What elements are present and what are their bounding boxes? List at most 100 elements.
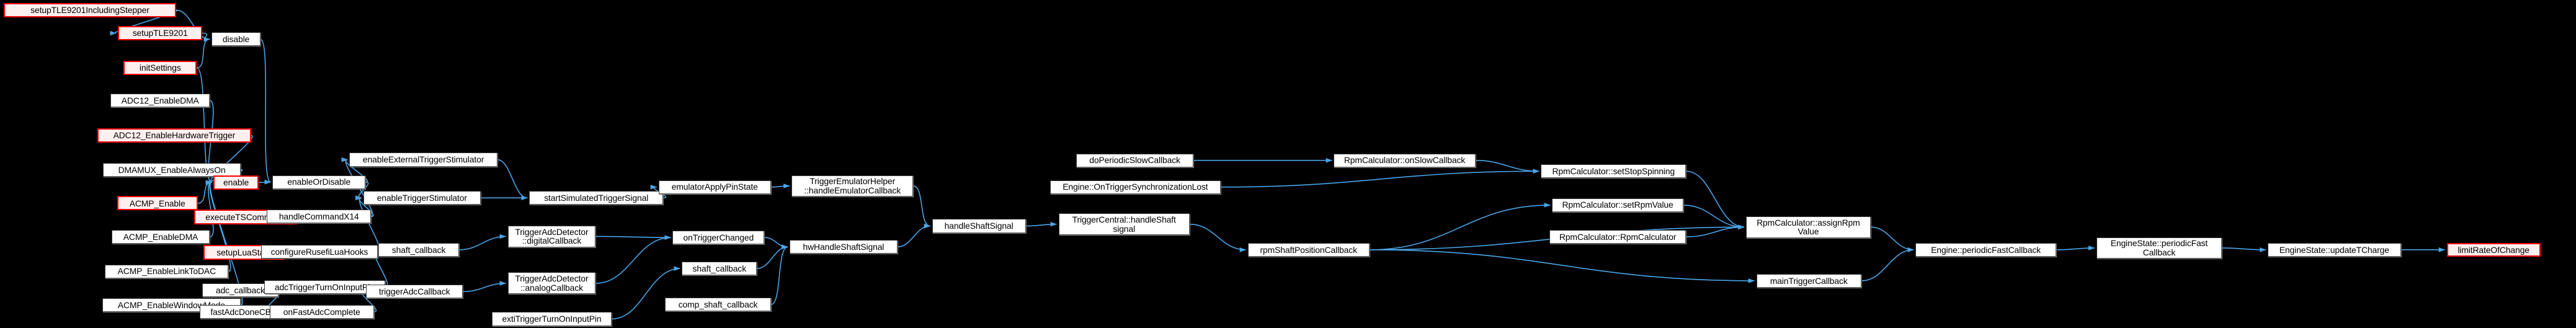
graph-node-emulatorapplypinstate[interactable]: emulatorApplyPinState bbox=[658, 180, 771, 194]
graph-node-label: onFastAdcComplete bbox=[283, 306, 360, 317]
graph-node-label: emulatorApplyPinState bbox=[671, 182, 758, 192]
graph-node-label: EngineState::periodicFast Callback bbox=[2110, 238, 2208, 257]
graph-node-shaft-callback[interactable]: shaft_callback bbox=[682, 262, 757, 276]
graph-node-label: setupTLE9201 bbox=[132, 28, 188, 38]
graph-node-acmp-enablelinktodac[interactable]: ACMP_EnableLinkToDAC bbox=[105, 264, 229, 278]
graph-node-label: TriggerAdcDetector ::analogCallback bbox=[515, 273, 589, 293]
graph-node-ontriggerchanged[interactable]: onTriggerChanged bbox=[672, 231, 765, 245]
graph-node-label: Engine::OnTriggerSynchronizationLost bbox=[1063, 182, 1208, 192]
graph-node-limitrateofchange[interactable]: limitRateOfChange bbox=[2446, 242, 2541, 257]
graph-node-label: ADC12_EnableHardwareTrigger bbox=[113, 130, 236, 141]
graph-edge bbox=[913, 185, 930, 229]
graph-node-fastadcdonecb[interactable]: fastAdcDoneCB bbox=[199, 304, 282, 319]
graph-node-handleshaftsignal[interactable]: handleShaftSignal bbox=[932, 219, 1026, 233]
graph-node-label: enable bbox=[223, 177, 249, 187]
graph-edge bbox=[1369, 249, 1755, 283]
graph-node-triggeradcdetector-digitalcallback[interactable]: TriggerAdcDetector ::digitalCallback bbox=[507, 225, 596, 247]
graph-node-adc12-enabledma[interactable]: ADC12_EnableDMA bbox=[110, 94, 210, 108]
graph-edge bbox=[110, 9, 178, 36]
graph-node-label: hwHandleShaftSignal bbox=[803, 241, 885, 252]
graph-node-dmamux-enablealwayson[interactable]: DMAMUX_EnableAlwaysOn bbox=[103, 162, 241, 177]
graph-node-triggeradcdetector-analogcallback[interactable]: TriggerAdcDetector ::analogCallback bbox=[507, 272, 596, 295]
graph-node-label: comp_shaft_callback bbox=[678, 299, 758, 309]
graph-node-label: DMAMUX_EnableAlwaysOn bbox=[118, 164, 226, 175]
graph-node-doperiodicslowcallback[interactable]: doPeriodicSlowCallback bbox=[1076, 153, 1193, 167]
graph-node-label: adcTriggerTurnOnInputPin bbox=[274, 282, 375, 293]
graph-node-triggeremulatorhelper-handleemulatorcallback[interactable]: TriggerEmulatorHelper ::handleEmulatorCa… bbox=[791, 175, 914, 197]
graph-node-label: TriggerCentral::handleShaft signal bbox=[1072, 215, 1176, 234]
graph-edge bbox=[463, 281, 506, 293]
graph-edge bbox=[196, 37, 210, 69]
graph-node-rpmcalculator-setrpmvalue[interactable]: RpmCalculator::setRpmValue bbox=[1552, 198, 1683, 212]
graph-node-adctriggerturnoninputpin[interactable]: adcTriggerTurnOnInputPin bbox=[264, 280, 385, 295]
graph-edge bbox=[497, 159, 528, 200]
graph-node-label: executeTSCommand bbox=[205, 211, 286, 222]
graph-node-engine-periodicfastcallback[interactable]: Engine::periodicFastCallback bbox=[1915, 242, 2056, 257]
graph-node-enginestate-updatetcharge[interactable]: EngineState::updateTCharge bbox=[2268, 242, 2401, 257]
graph-node-label: triggerAdcCallback bbox=[378, 286, 450, 296]
graph-edge bbox=[1025, 221, 1057, 227]
graph-node-label: setupTLE9201IncludingStepper bbox=[30, 4, 149, 15]
graph-node-label: setupLuaState bbox=[216, 247, 272, 257]
graph-edge bbox=[1475, 159, 1540, 174]
graph-edge bbox=[1683, 204, 1745, 230]
graph-node-hwhandleshaftsignal[interactable]: hwHandleShaftSignal bbox=[790, 240, 898, 254]
graph-node-label: disable bbox=[222, 34, 250, 45]
graph-node-label: ACMP_EnableLinkToDAC bbox=[117, 266, 216, 277]
graph-node-label: ACMP_EnableDMA bbox=[123, 231, 198, 242]
graph-node-rpmcalculator-rpmcalculator[interactable]: RpmCalculator::RpmCalculator bbox=[1549, 229, 1687, 244]
graph-edge bbox=[1220, 169, 1540, 188]
graph-node-label: ACMP_Enable bbox=[129, 198, 185, 208]
graph-edge bbox=[764, 237, 788, 250]
graph-node-handlecommandx14[interactable]: handleCommandX14 bbox=[267, 210, 372, 224]
graph-node-enableordisable[interactable]: enableOrDisable bbox=[272, 175, 365, 189]
graph-node-rpmshaftpositioncallback[interactable]: rpmShaftPositionCallback bbox=[1247, 242, 1370, 257]
graph-node-disable[interactable]: disable bbox=[212, 32, 261, 47]
graph-node-rpmcalculator-setstopspinning[interactable]: RpmCalculator::setStopSpinning bbox=[1541, 164, 1687, 179]
graph-node-adc12-enablehardwaretrigger[interactable]: ADC12_EnableHardwareTrigger bbox=[97, 128, 251, 143]
graph-node-enabletriggerstimulator[interactable]: enableTriggerStimulator bbox=[363, 191, 481, 205]
graph-node-initsettings[interactable]: initSettings bbox=[123, 60, 197, 75]
graph-node-label: doPeriodicSlowCallback bbox=[1089, 155, 1180, 166]
graph-edge bbox=[1870, 226, 1914, 252]
graph-node-rpmcalculator-assignrpm-value[interactable]: RpmCalculator::assignRpm Value bbox=[1745, 216, 1871, 238]
graph-node-extitriggerturnoninputpin[interactable]: extiTriggerTurnOnInputPin bbox=[491, 312, 612, 326]
graph-node-enginestate-periodicfast-callback[interactable]: EngineState::periodicFast Callback bbox=[2096, 237, 2222, 259]
graph-node-label: Engine::periodicFastCallback bbox=[1931, 244, 2041, 255]
graph-node-adc-callback[interactable]: adc_callback bbox=[202, 283, 279, 297]
graph-edge bbox=[1686, 224, 1745, 237]
graph-node-configurerusefiluahooks[interactable]: configureRusefiLuaHooks bbox=[261, 245, 378, 259]
graph-edge bbox=[1189, 223, 1246, 252]
graph-edge bbox=[260, 38, 272, 185]
graph-node-startsimulatedtriggersignal[interactable]: startSimulatedTriggerSignal bbox=[529, 191, 664, 205]
graph-node-shaft-callback[interactable]: shaft_callback bbox=[378, 242, 459, 257]
graph-node-enable[interactable]: enable bbox=[213, 175, 259, 190]
graph-edge bbox=[595, 235, 671, 284]
graph-node-maintriggercallback[interactable]: mainTriggerCallback bbox=[1756, 273, 1861, 288]
graph-node-engine-ontriggersynchronizationlost[interactable]: Engine::OnTriggerSynchronizationLost bbox=[1050, 180, 1221, 194]
graph-edge bbox=[1861, 247, 1914, 281]
graph-node-label: handleCommandX14 bbox=[279, 211, 359, 222]
graph-edge bbox=[2222, 247, 2266, 252]
graph-node-label: limitRateOfChange bbox=[2458, 244, 2529, 255]
graph-node-label: RpmCalculator::RpmCalculator bbox=[1559, 231, 1677, 242]
graph-edge bbox=[770, 184, 790, 188]
graph-node-label: RpmCalculator::onSlowCallback bbox=[1344, 155, 1466, 166]
graph-node-label: enableExternalTriggerStimulator bbox=[362, 154, 484, 165]
graph-node-label: ADC12_EnableDMA bbox=[121, 95, 199, 105]
graph-node-comp-shaft-callback[interactable]: comp_shaft_callback bbox=[665, 298, 771, 312]
graph-node-enableexternaltriggerstimulator[interactable]: enableExternalTriggerStimulator bbox=[349, 153, 497, 167]
graph-node-triggeradccallback[interactable]: triggerAdcCallback bbox=[366, 285, 463, 299]
graph-node-onfastadccomplete[interactable]: onFastAdcComplete bbox=[269, 304, 374, 319]
graph-node-acmp-enabledma[interactable]: ACMP_EnableDMA bbox=[111, 229, 210, 244]
graph-node-label: TriggerAdcDetector ::digitalCallback bbox=[515, 226, 589, 246]
graph-node-label: rpmShaftPositionCallback bbox=[1260, 244, 1357, 255]
graph-edge bbox=[757, 244, 788, 269]
graph-node-setuptle9201[interactable]: setupTLE9201 bbox=[118, 25, 203, 41]
graph-node-rpmcalculator-onslowcallback[interactable]: RpmCalculator::onSlowCallback bbox=[1334, 153, 1476, 167]
graph-edge bbox=[258, 179, 271, 185]
graph-node-setuptle9201includingstepper[interactable]: setupTLE9201IncludingStepper bbox=[4, 2, 176, 17]
graph-node-acmp-enable[interactable]: ACMP_Enable bbox=[117, 196, 198, 211]
graph-node-triggercentral-handleshaft-signal[interactable]: TriggerCentral::handleShaft signal bbox=[1058, 213, 1190, 236]
